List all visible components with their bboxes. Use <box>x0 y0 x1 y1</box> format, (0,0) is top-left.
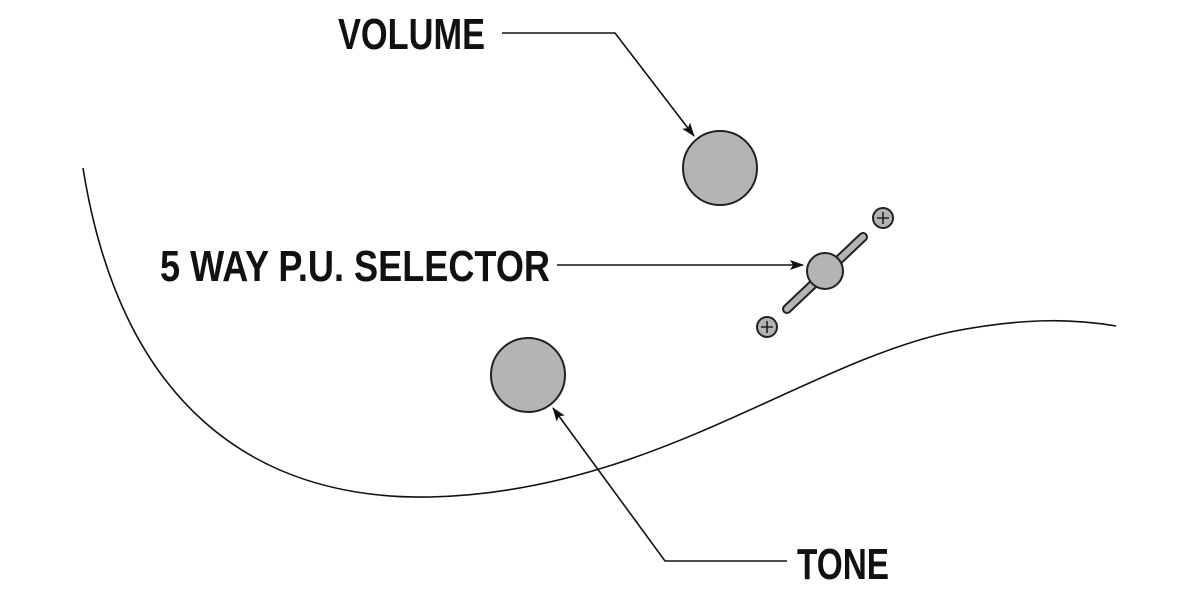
screw-icon <box>756 316 778 338</box>
tone-leader-arrow <box>552 407 787 562</box>
tone-knob[interactable] <box>490 337 566 413</box>
tone-label: TONE <box>797 540 889 589</box>
selector-label: 5 WAY P.U. SELECTOR <box>160 242 550 291</box>
screw-icon <box>872 207 894 229</box>
selector-tip[interactable] <box>806 252 844 290</box>
guitar-body-outline <box>82 167 1117 498</box>
pickup-selector-switch[interactable] <box>782 232 868 314</box>
volume-label: VOLUME <box>338 10 485 59</box>
volume-knob[interactable] <box>682 130 758 206</box>
volume-leader-arrow <box>502 32 695 137</box>
